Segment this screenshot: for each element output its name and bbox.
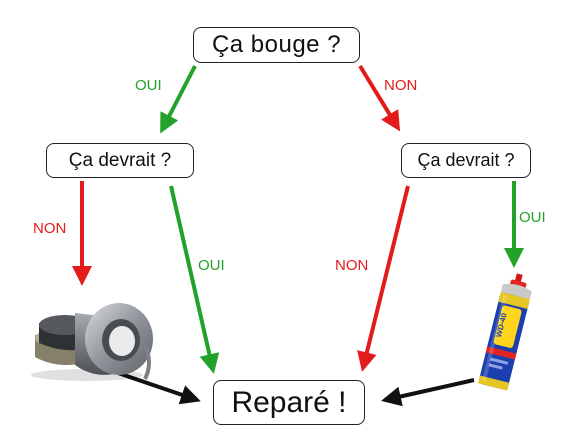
- node-right-question: Ça devrait ?: [401, 143, 531, 178]
- node-left-question: Ça devrait ?: [46, 143, 194, 178]
- arrow-right-to-bottom: [357, 185, 410, 372]
- label-left-bottom-yes: OUI: [198, 257, 225, 274]
- label-top-right-no: NON: [384, 77, 418, 94]
- arrow-top-to-right: [358, 64, 401, 132]
- label-top-left-yes: OUI: [135, 77, 162, 94]
- node-right-text: Ça devrait ?: [417, 150, 515, 170]
- label-left-down-no: NON: [33, 220, 67, 237]
- node-top-question: Ça bouge ?: [193, 27, 360, 63]
- arrow-can-to-bottom: [381, 378, 475, 407]
- label-right-down-yes: OUI: [519, 209, 546, 226]
- node-result-text: Reparé !: [231, 385, 347, 419]
- node-result: Reparé !: [213, 380, 365, 425]
- wd40-can-icon: WD-40: [478, 273, 532, 391]
- arrow-tape-to-bottom: [117, 371, 201, 405]
- arrow-top-to-left: [160, 65, 197, 134]
- duct-tape-icon: [31, 303, 153, 381]
- node-left-text: Ça devrait ?: [68, 149, 172, 171]
- label-right-bottom-no: NON: [335, 257, 369, 274]
- node-top-text: Ça bouge ?: [211, 31, 342, 58]
- arrow-left-to-bottom: [169, 185, 220, 374]
